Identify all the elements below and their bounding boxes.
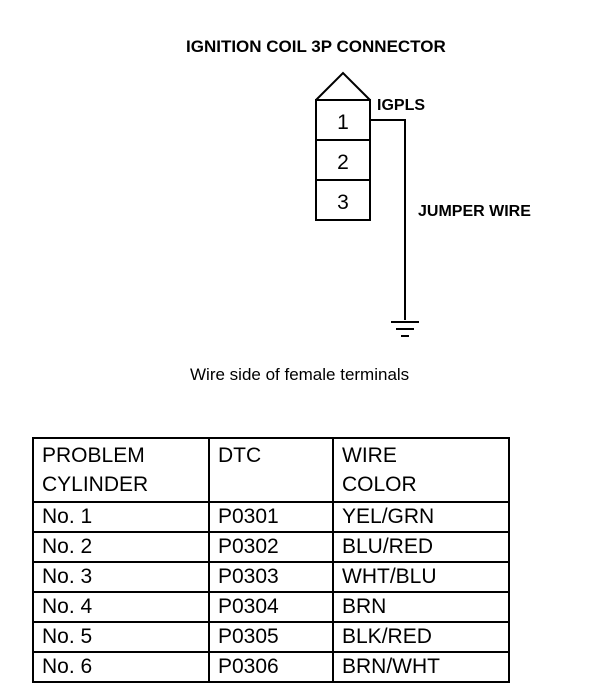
wire-color-cell: YEL/GRN — [332, 501, 510, 533]
header-wire-color: WIRE COLOR — [332, 437, 510, 503]
header-line: CYLINDER — [42, 473, 149, 496]
wire-color-table: PROBLEM CYLINDER DTC WIRE COLOR No. 1 P0… — [32, 437, 510, 683]
table-row: No. 1 P0301 YEL/GRN — [32, 501, 510, 533]
jumper-wire-label: JUMPER WIRE — [418, 203, 531, 220]
dtc-cell: P0305 — [208, 621, 334, 653]
cylinder-cell: No. 6 — [32, 651, 210, 683]
pin-2-label: 2 — [337, 151, 349, 174]
pin-1-label: 1 — [337, 111, 349, 134]
table-header-row: PROBLEM CYLINDER DTC WIRE COLOR — [32, 437, 510, 503]
header-line: PROBLEM — [42, 444, 145, 467]
cylinder-cell: No. 5 — [32, 621, 210, 653]
header-line: COLOR — [342, 473, 417, 496]
wire-color-cell: WHT/BLU — [332, 561, 510, 593]
table-row: No. 3 P0303 WHT/BLU — [32, 561, 510, 593]
cylinder-cell: No. 4 — [32, 591, 210, 623]
wire-color-cell: BLK/RED — [332, 621, 510, 653]
wire-color-cell: BRN/WHT — [332, 651, 510, 683]
diagram-title: IGNITION COIL 3P CONNECTOR — [186, 37, 446, 56]
table-row: No. 4 P0304 BRN — [32, 591, 510, 623]
cylinder-cell: No. 1 — [32, 501, 210, 533]
ground-icon — [391, 321, 419, 337]
igpls-label: IGPLS — [377, 97, 425, 114]
wire-color-cell: BLU/RED — [332, 531, 510, 563]
cylinder-cell: No. 3 — [32, 561, 210, 593]
jumper-wire — [370, 119, 406, 320]
diagram-caption: Wire side of female terminals — [190, 365, 409, 384]
table-row: No. 5 P0305 BLK/RED — [32, 621, 510, 653]
dtc-cell: P0301 — [208, 501, 334, 533]
header-dtc: DTC — [208, 437, 334, 503]
table-row: No. 2 P0302 BLU/RED — [32, 531, 510, 563]
dtc-cell: P0302 — [208, 531, 334, 563]
dtc-cell: P0304 — [208, 591, 334, 623]
header-problem-cylinder: PROBLEM CYLINDER — [32, 437, 210, 503]
dtc-cell: P0306 — [208, 651, 334, 683]
pin-3-label: 3 — [337, 191, 349, 214]
header-line: WIRE — [342, 444, 397, 467]
connector-housing — [315, 71, 371, 221]
table-row: No. 6 P0306 BRN/WHT — [32, 651, 510, 683]
header-line: DTC — [218, 444, 262, 467]
wire-color-cell: BRN — [332, 591, 510, 623]
dtc-cell: P0303 — [208, 561, 334, 593]
cylinder-cell: No. 2 — [32, 531, 210, 563]
